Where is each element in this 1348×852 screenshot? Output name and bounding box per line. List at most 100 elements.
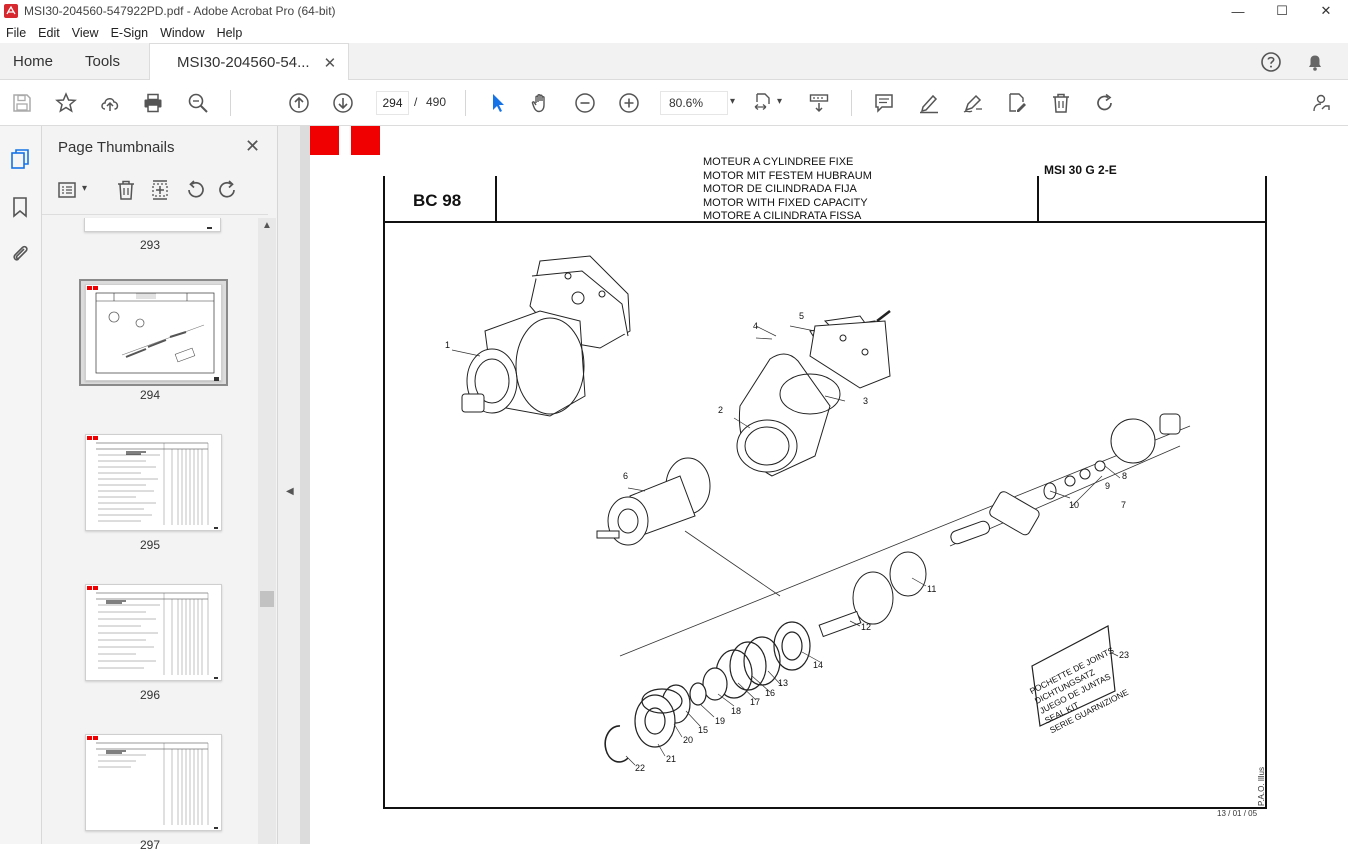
- attachments-paperclip-icon[interactable]: [9, 242, 31, 264]
- next-page-icon[interactable]: [331, 91, 355, 115]
- header-line-fr: MOTEUR A CYLINDREE FIXE: [703, 156, 854, 168]
- menu-file[interactable]: File: [6, 25, 27, 40]
- upload-cloud-icon[interactable]: [98, 91, 122, 115]
- main-toolbar: 294 / 490 80.6% ▾ ▾: [0, 80, 1348, 126]
- thumbnail-options-icon[interactable]: [56, 178, 80, 202]
- part-label: 16: [765, 688, 775, 698]
- thumbnail-page-293[interactable]: [84, 218, 221, 232]
- tab-document-label: MSI30-204560-54...: [177, 54, 310, 71]
- close-tab-icon[interactable]: ✕: [323, 54, 337, 72]
- header-line-es: MOTOR DE CILINDRADA FIJA: [703, 183, 857, 195]
- part-label: 14: [813, 660, 823, 670]
- zoom-in-icon[interactable]: [617, 91, 641, 115]
- share-link-icon[interactable]: [1309, 91, 1333, 115]
- maximize-button[interactable]: ☐: [1276, 3, 1288, 18]
- red-marker-1: [310, 126, 339, 155]
- fit-chevron-down-icon[interactable]: ▾: [777, 96, 783, 107]
- sign-pen-icon[interactable]: [961, 91, 985, 115]
- window-title: MSI30-204560-547922PD.pdf - Adobe Acroba…: [24, 4, 336, 18]
- part-label: 21: [666, 754, 676, 764]
- save-icon[interactable]: [10, 91, 34, 115]
- zoom-level-select[interactable]: 80.6%: [660, 91, 728, 115]
- total-pages: 490: [426, 95, 447, 109]
- bookmark-star-icon[interactable]: [54, 91, 78, 115]
- page-number-input[interactable]: 294: [376, 91, 409, 115]
- page-thumbnails-panel: Page Thumbnails ✕ ▾ 293: [42, 126, 278, 852]
- minimize-button[interactable]: —: [1231, 3, 1245, 19]
- scrollbar-thumb[interactable]: [260, 591, 274, 607]
- menu-help[interactable]: Help: [216, 25, 243, 40]
- title-bar: MSI30-204560-547922PD.pdf - Adobe Acroba…: [0, 0, 1348, 22]
- fit-page-icon[interactable]: [752, 91, 776, 115]
- thumbnail-page-296[interactable]: [85, 584, 222, 681]
- part-label: 12: [861, 622, 871, 632]
- thumbnails-scrollbar[interactable]: ▲: [258, 218, 276, 844]
- part-label: 23: [1119, 650, 1129, 660]
- delete-trash-icon[interactable]: [1049, 91, 1073, 115]
- menu-view[interactable]: View: [71, 25, 99, 40]
- zoom-chevron-down-icon[interactable]: ▾: [730, 96, 736, 107]
- thumbnail-label-297: 297: [139, 838, 161, 852]
- print-icon[interactable]: [141, 91, 165, 115]
- close-window-button[interactable]: ✕: [1320, 3, 1332, 18]
- select-cursor-icon[interactable]: [486, 91, 510, 115]
- tab-home[interactable]: Home: [13, 53, 54, 70]
- highlight-pen-icon[interactable]: [917, 91, 941, 115]
- comment-icon[interactable]: [872, 91, 896, 115]
- part-label: 8: [1122, 471, 1127, 481]
- illustrator-tag: P.A.O. Illus: [1257, 767, 1266, 806]
- model-name: MSI 30 G 2-E: [1044, 163, 1117, 177]
- document-viewport[interactable]: MOTEUR A CYLINDREE FIXE MOTOR MIT FESTEM…: [300, 126, 1348, 844]
- thumbnail-page-297[interactable]: [85, 734, 222, 831]
- zoom-search-icon[interactable]: [186, 91, 210, 115]
- rotate-icon[interactable]: [1093, 91, 1117, 115]
- part-label: 5: [799, 311, 804, 321]
- part-label: 10: [1069, 500, 1079, 510]
- part-label: 17: [750, 697, 760, 707]
- menu-bar: File Edit View E-Sign Window Help: [0, 22, 1348, 43]
- header-line-it: MOTORE A CILINDRATA FISSA: [703, 210, 862, 222]
- part-label: 11: [927, 584, 936, 594]
- help-icon[interactable]: [1260, 51, 1282, 73]
- acrobat-app-icon: [4, 4, 18, 18]
- header-line-de: MOTOR MIT FESTEM HUBRAUM: [703, 169, 872, 182]
- left-navigation-rail: [0, 126, 42, 844]
- panel-splitter[interactable]: ◀: [278, 126, 300, 844]
- thumbnail-options-chevron-icon[interactable]: ▾: [82, 183, 88, 194]
- previous-page-icon[interactable]: [287, 91, 311, 115]
- scroll-up-arrow-icon[interactable]: ▲: [262, 220, 272, 231]
- menu-esign[interactable]: E-Sign: [110, 25, 149, 40]
- collapse-panel-arrow-icon[interactable]: ◀: [286, 486, 294, 497]
- bookmarks-icon[interactable]: [9, 196, 31, 218]
- notification-bell-icon[interactable]: [1304, 51, 1326, 73]
- part-label: 1: [445, 340, 450, 350]
- rotate-counterclockwise-icon[interactable]: [183, 178, 207, 202]
- edit-pdf-icon[interactable]: [1005, 91, 1029, 115]
- thumbnail-page-294[interactable]: [85, 284, 222, 381]
- hand-tool-icon[interactable]: [529, 91, 553, 115]
- exploded-parts-drawing: 1 2 3 4 5 6 7 8 9 10 11 12 13 14 15 16 1…: [383, 176, 1267, 809]
- part-label: 2: [718, 405, 723, 415]
- part-label: 4: [753, 321, 758, 331]
- part-label: 13: [778, 678, 788, 688]
- rotate-clockwise-icon[interactable]: [216, 178, 240, 202]
- tab-bar: Home Tools MSI30-204560-54... ✕: [0, 43, 1348, 81]
- thumbnails-toolbar: ▾: [56, 178, 276, 204]
- page-date: 13 / 01 / 05: [1217, 809, 1258, 818]
- zoom-out-icon[interactable]: [573, 91, 597, 115]
- thumbnail-label-295: 295: [139, 538, 161, 552]
- menu-window[interactable]: Window: [160, 25, 205, 40]
- close-panel-icon[interactable]: ✕: [245, 136, 261, 156]
- menu-edit[interactable]: Edit: [38, 25, 60, 40]
- scroll-mode-icon[interactable]: [807, 91, 831, 115]
- delete-page-icon[interactable]: [114, 178, 138, 202]
- thumbnail-page-295[interactable]: [85, 434, 222, 531]
- part-label: 20: [683, 735, 693, 745]
- page-thumbnails-icon[interactable]: [9, 148, 31, 170]
- part-label: 22: [635, 763, 645, 773]
- tab-tools[interactable]: Tools: [85, 53, 121, 70]
- part-label: 19: [715, 716, 725, 726]
- insert-page-icon[interactable]: [148, 178, 172, 202]
- tab-document[interactable]: MSI30-204560-54... ✕: [149, 43, 350, 81]
- part-label: 15: [698, 725, 708, 735]
